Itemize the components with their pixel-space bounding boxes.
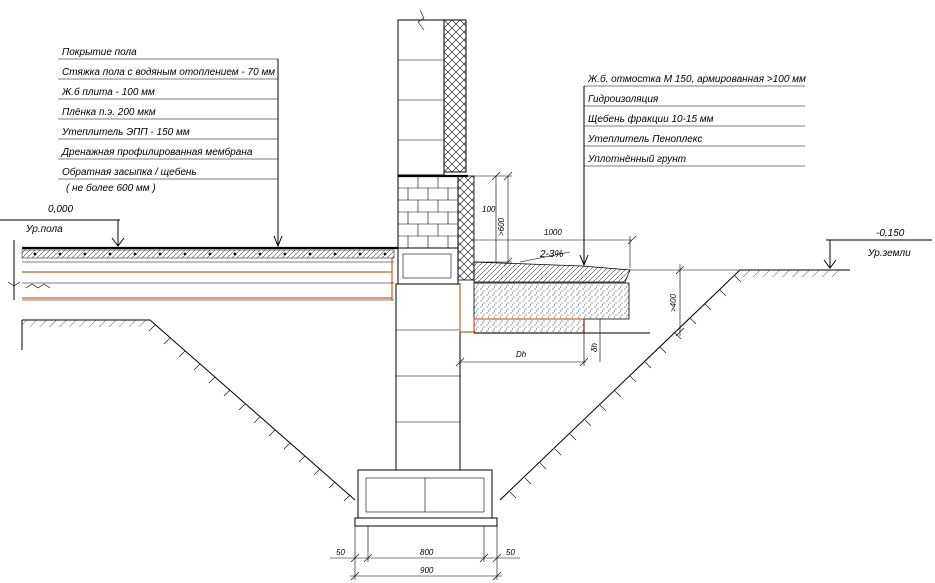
ground-level-value: -0,150 bbox=[876, 228, 905, 239]
blind-layer-3: Щебень фракции 10-15 мм bbox=[588, 113, 714, 125]
floor-level-marker: 0,000 Ур.пола bbox=[0, 204, 125, 247]
dim-100: 100 bbox=[482, 205, 496, 214]
depth-dimension: >400 bbox=[669, 264, 685, 337]
floor-layer-7: Обратная засыпка / щебень bbox=[62, 166, 197, 178]
floor-layer-4: Плёнка п.э. 200 мкм bbox=[62, 107, 156, 118]
floor-layer-6: Дренажная профилированная мембрана bbox=[61, 146, 253, 158]
dim-1000: 1000 bbox=[544, 228, 562, 237]
blind-area bbox=[473, 261, 740, 334]
floor-layer-2: Стяжка пола с водяным отоплением - 70 мм bbox=[62, 67, 275, 78]
plinth-dimensions: 100 >600 bbox=[474, 171, 513, 267]
dim-800: 800 bbox=[420, 548, 434, 557]
ground-level-label: Ур.земли bbox=[867, 248, 911, 259]
dim-right-50: 50 bbox=[506, 548, 515, 557]
dim-left-50: 50 bbox=[336, 548, 345, 557]
floor-layer-3: Ж.б плита - 100 мм bbox=[61, 86, 155, 98]
floor-layer-8: ( не более 600 мм ) bbox=[66, 182, 156, 194]
dh-dimension: Dh δh bbox=[455, 319, 601, 367]
floor-slab bbox=[7, 240, 398, 301]
slope-label: 2-3% bbox=[539, 249, 563, 260]
blind-layer-2: Гидроизоляция bbox=[588, 94, 659, 105]
footing-dimensions: 50 800 50 900 bbox=[330, 526, 520, 581]
ground-level-marker: -0,150 Ур.земли bbox=[823, 228, 932, 269]
blind-layer-4: Утеплитель Пеноплекс bbox=[587, 134, 702, 145]
foundation-wall bbox=[354, 9, 498, 527]
dim-delta-h: δh bbox=[590, 343, 599, 352]
floor-level-label: Ур.пола bbox=[25, 224, 63, 235]
dim-dh: Dh bbox=[516, 350, 527, 359]
floor-layer-5: Утеплитель ЭПП - 150 мм bbox=[61, 127, 190, 138]
dim-900: 900 bbox=[420, 566, 434, 575]
blind-layer-1: Ж.б. отмостка М 150, армированная >100 м… bbox=[587, 73, 806, 85]
floor-level-value: 0,000 bbox=[48, 204, 73, 215]
soil-hatch bbox=[148, 275, 742, 502]
blind-area-width-dimension: 1000 2-3% bbox=[474, 228, 637, 268]
blind-area-callout: Ж.б. отмостка М 150, армированная >100 м… bbox=[579, 73, 806, 267]
floor-layers-callout: Покрытие пола Стяжка пола с водяным отоп… bbox=[58, 47, 283, 248]
dim-400: >400 bbox=[669, 293, 678, 312]
floor-layer-1: Покрытие пола bbox=[62, 47, 137, 58]
excavation-outline bbox=[21, 269, 850, 501]
blind-layer-5: Уплотнённый грунт bbox=[587, 154, 686, 165]
dim-600: >600 bbox=[497, 217, 506, 236]
